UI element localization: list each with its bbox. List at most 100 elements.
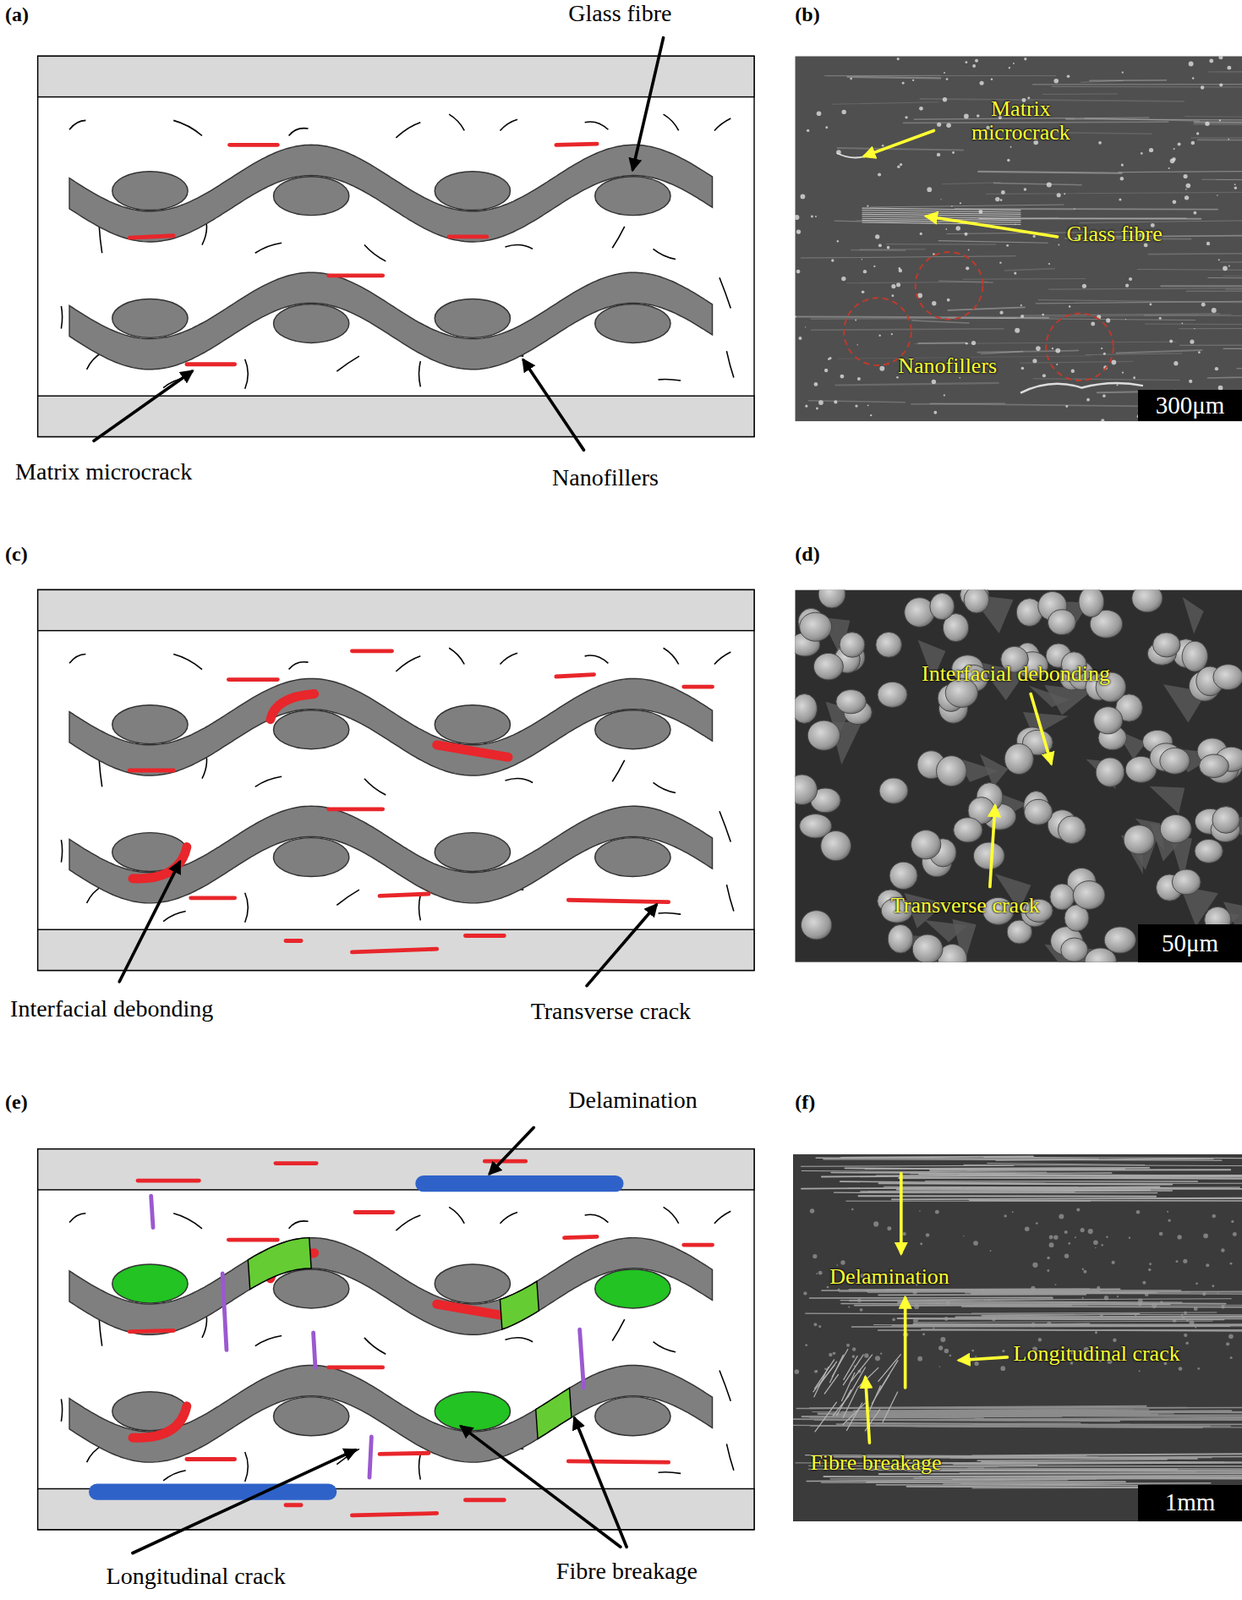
sem-speck	[1100, 418, 1105, 422]
sem-speck	[1093, 1239, 1099, 1245]
weft-fibre	[595, 710, 671, 750]
sem-speck	[897, 267, 901, 270]
sem-speck	[936, 122, 942, 127]
nanofiller	[612, 760, 624, 782]
sem-fibre-end	[1094, 706, 1123, 734]
sem-speck	[1193, 328, 1195, 329]
nanofiller	[255, 1335, 282, 1346]
sem-streak	[986, 191, 1242, 194]
broken-fibre	[112, 1263, 188, 1303]
sem-speck	[810, 215, 814, 219]
sem-fibre-end	[877, 681, 908, 707]
sem-speck	[873, 265, 876, 268]
matrix-microcrack	[355, 1209, 394, 1215]
broken-fibre	[595, 1269, 671, 1308]
sem-speck	[1226, 65, 1232, 71]
sem-speck	[878, 243, 882, 247]
nanofiller	[663, 114, 679, 131]
sem-fibre-end	[800, 910, 832, 940]
sem-fibre-end	[1004, 743, 1034, 774]
sem-broken-fibre	[831, 1348, 849, 1377]
sem-streak	[1179, 344, 1242, 346]
sem-speck	[891, 284, 896, 289]
sem-streak	[1005, 268, 1056, 271]
sem-speck	[818, 399, 824, 405]
sem-speck	[1185, 188, 1188, 191]
callout-label: Longitudinal crack	[106, 1563, 286, 1590]
sem-streak	[1084, 118, 1199, 121]
nanofiller	[419, 361, 422, 387]
sem-speck	[1001, 1349, 1005, 1352]
sem-speck	[976, 114, 980, 118]
weft-fibre	[273, 304, 349, 344]
sem-speck	[1228, 265, 1231, 268]
sem-speck	[1218, 258, 1221, 261]
sem-speck	[990, 77, 994, 81]
sem-speck	[968, 249, 970, 252]
sem-speck	[815, 1272, 818, 1275]
sem-speck	[1138, 1301, 1143, 1306]
sem-speck	[989, 1299, 991, 1302]
sem-broken-fibre	[814, 1359, 834, 1389]
matrix-microcrack	[448, 235, 487, 240]
sem-speck	[1055, 348, 1061, 354]
sem-speck	[1006, 244, 1009, 247]
sem-streak	[914, 341, 1177, 345]
nanofiller	[726, 350, 734, 378]
sem-fibre	[862, 222, 1021, 225]
sem-speck	[1231, 1220, 1234, 1223]
weft-fibre	[595, 304, 671, 344]
sem-fibre	[902, 1406, 1188, 1409]
sem-speck	[857, 377, 861, 381]
sem-speck	[854, 404, 858, 407]
sem-speck	[824, 368, 828, 373]
sem-fibre	[846, 1200, 1091, 1202]
nanofiller	[499, 119, 518, 131]
sem-broken-fibre	[819, 1361, 837, 1385]
sem-speck	[1066, 74, 1071, 78]
sem-speck	[939, 1365, 942, 1368]
sem-speck	[879, 366, 885, 372]
sem-fibre-end	[1213, 664, 1242, 690]
sem-speck	[945, 228, 947, 230]
longitudinal-crack	[313, 1332, 316, 1368]
sem-speck	[1090, 321, 1095, 326]
sem-speck	[1056, 192, 1062, 197]
sem-speck	[1121, 71, 1124, 74]
sem-speck	[816, 110, 822, 116]
sem-speck	[1046, 1321, 1052, 1327]
sem-fibre	[900, 1176, 1242, 1179]
sem-speck	[841, 109, 846, 115]
sem-speck	[949, 1354, 952, 1357]
sem-broken-fibre	[837, 1389, 852, 1416]
sem-speck	[974, 59, 979, 63]
sem-fibre-end	[813, 652, 843, 680]
sem-speck	[973, 1361, 979, 1366]
sem-speck	[925, 1232, 931, 1237]
sem-fibre	[968, 1197, 1242, 1199]
sem-speck	[1172, 199, 1177, 204]
sem-fibre	[987, 1162, 1145, 1165]
sem-streak	[797, 317, 1049, 318]
sem-speck	[946, 1300, 951, 1305]
nanofiller	[245, 892, 249, 923]
sem-speck	[1121, 163, 1124, 166]
sem-fibre-end	[953, 817, 983, 843]
sem-speck	[1159, 317, 1162, 320]
sem-speck	[919, 232, 923, 236]
sem-speck	[1023, 57, 1027, 61]
sem-speck	[1140, 152, 1144, 155]
sem-streak	[1225, 288, 1242, 290]
sem-speck	[1086, 398, 1090, 402]
sem-speck	[1230, 1356, 1233, 1359]
sem-image	[794, 589, 1242, 962]
delamination	[97, 1482, 329, 1500]
sem-speck	[1234, 186, 1237, 190]
leader-arrow	[865, 1377, 870, 1443]
warp-tow	[69, 272, 712, 370]
sem-speck	[813, 1322, 817, 1326]
sem-fibre-end	[1072, 880, 1106, 910]
sem-fibre	[965, 1292, 1242, 1295]
sem-speck	[973, 1240, 979, 1246]
nanofiller	[395, 122, 421, 138]
